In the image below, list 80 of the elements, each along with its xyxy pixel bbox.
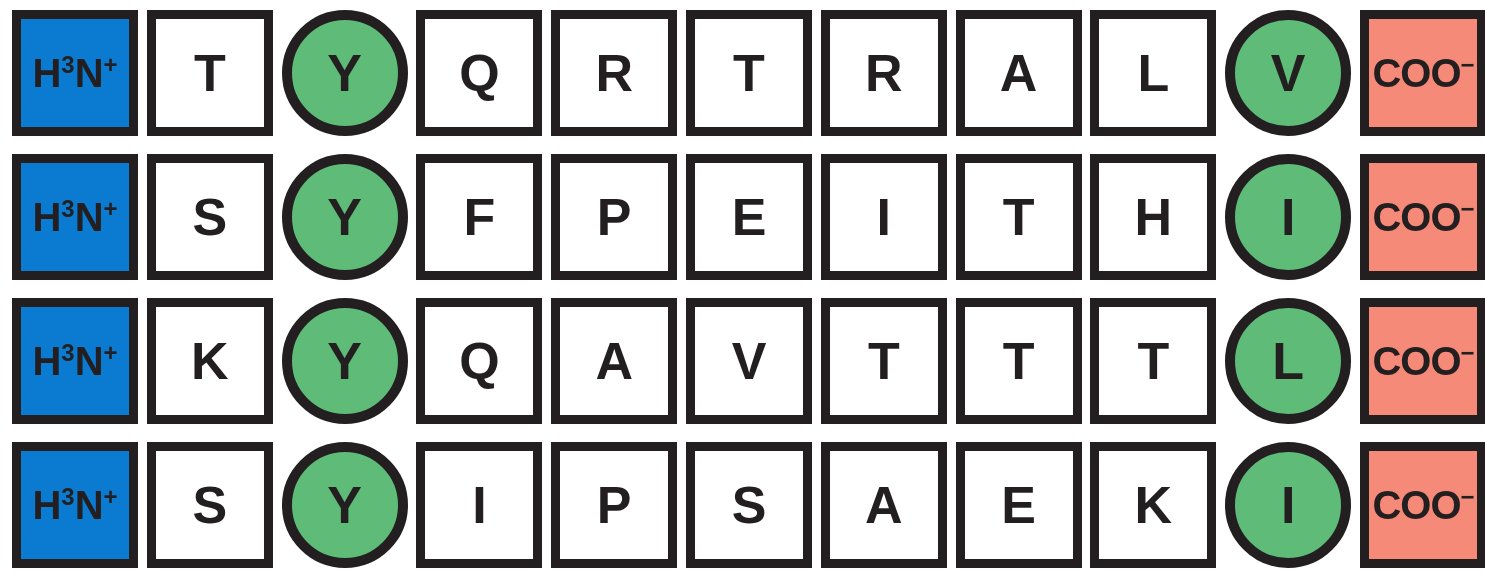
residue-letter: I [1280, 191, 1296, 243]
residue-box [551, 442, 678, 568]
residue-box [1090, 10, 1217, 136]
residue-letter: T [1137, 335, 1170, 387]
terminus-label: COO$^{−}$ [1372, 52, 1474, 94]
residue-letter: Y [327, 191, 362, 243]
terminus-label: H$^{3}$N$^{+}$ [32, 52, 118, 94]
c-terminus-box [1360, 298, 1485, 424]
residue-box [820, 154, 947, 280]
residue-box [686, 442, 812, 568]
residue-letter: T [1002, 191, 1035, 243]
residue-letter: P [596, 191, 632, 243]
residue-box [955, 10, 1082, 136]
residue-box [416, 10, 543, 136]
residue-letter: S [192, 191, 228, 243]
residue-box [686, 154, 812, 280]
residue-box [416, 298, 543, 424]
residue-letter: L [1137, 47, 1170, 99]
residue-box [955, 298, 1082, 424]
residue-box [820, 298, 947, 424]
residue-box [820, 442, 947, 568]
residue-letter: R [865, 47, 903, 99]
residue-letter: I [876, 191, 891, 243]
residue-box [955, 154, 1082, 280]
terminus-label: H$^{3}$N$^{+}$ [32, 340, 118, 382]
residue-box [416, 442, 543, 568]
residue-letter: E [1001, 479, 1036, 531]
residue-letter: Y [327, 47, 362, 99]
c-terminus-box [1360, 154, 1485, 280]
residue-letter: I [1280, 479, 1296, 531]
c-terminus-box [1360, 10, 1485, 136]
residue-letter: V [1270, 47, 1306, 99]
residue-box [551, 154, 678, 280]
residue-letter: K [191, 335, 229, 387]
residue-letter: R [595, 47, 633, 99]
residue-letter: E [731, 191, 767, 243]
residue-box [146, 442, 273, 568]
residue-box [686, 10, 812, 136]
residue-letter: A [999, 47, 1038, 99]
terminus-label: COO$^{−}$ [1372, 196, 1474, 238]
residue-letter: Y [327, 479, 362, 531]
n-terminus-box [12, 154, 138, 280]
residue-letter: I [472, 479, 487, 531]
n-terminus-box [12, 10, 138, 136]
residue-box [820, 10, 947, 136]
terminus-label: COO$^{−}$ [1372, 340, 1474, 382]
terminus-label: COO$^{−}$ [1372, 484, 1474, 526]
residue-letter: T [867, 335, 900, 387]
n-terminus-box [12, 442, 138, 568]
residue-letter: K [1134, 479, 1173, 531]
residue-letter: H [1134, 191, 1173, 243]
residue-letter: L [1272, 335, 1305, 387]
residue-letter: T [193, 47, 226, 99]
residue-letter: A [595, 335, 633, 387]
residue-box [146, 298, 273, 424]
residue-box [686, 298, 812, 424]
residue-box [955, 442, 1082, 568]
residue-letter: S [731, 479, 767, 531]
residue-letter: Q [459, 335, 500, 387]
n-terminus-box [12, 298, 138, 424]
residue-letter: F [463, 191, 496, 243]
residue-letter: A [865, 479, 903, 531]
c-terminus-box [1360, 442, 1485, 568]
residue-box [551, 10, 678, 136]
residue-box [416, 154, 543, 280]
residue-letter: Y [327, 335, 362, 387]
residue-box [551, 298, 678, 424]
residue-letter: T [733, 47, 765, 99]
residue-letter: V [731, 335, 767, 387]
residue-letter: Q [459, 47, 500, 99]
residue-box [1090, 298, 1217, 424]
residue-box [1090, 154, 1217, 280]
residue-box [146, 10, 273, 136]
terminus-label: H$^{3}$N$^{+}$ [32, 196, 118, 238]
residue-letter: S [192, 479, 228, 531]
terminus-label: H$^{3}$N$^{+}$ [32, 484, 118, 526]
residue-letter: P [596, 479, 632, 531]
residue-box [146, 154, 273, 280]
residue-box [1090, 442, 1217, 568]
residue-letter: T [1002, 335, 1035, 387]
